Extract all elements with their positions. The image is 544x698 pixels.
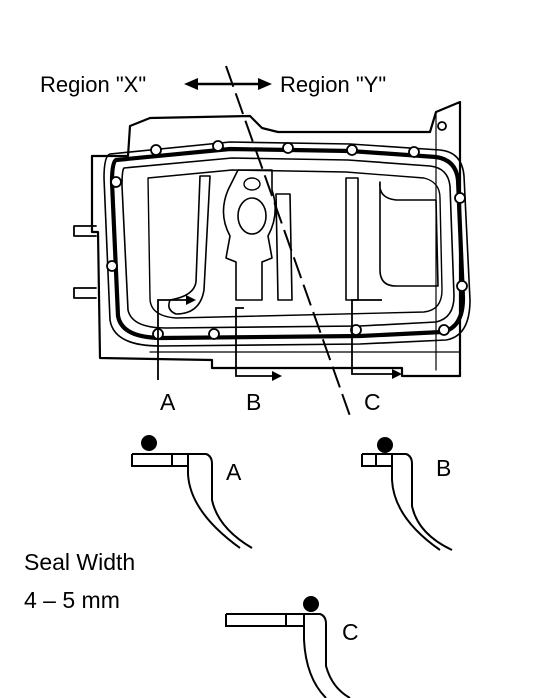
section-label-b: B xyxy=(246,389,261,415)
section-marker-arrows xyxy=(186,295,402,381)
detail-label-a: A xyxy=(226,459,242,485)
seal-width-value: 4 – 5 mm xyxy=(24,587,120,613)
section-label-a: A xyxy=(160,389,176,415)
section-label-c: C xyxy=(364,389,381,415)
detail-c-profile xyxy=(225,613,351,698)
detail-b-profile xyxy=(361,453,453,551)
sealant-bead-icon xyxy=(377,437,393,453)
region-divider-line xyxy=(225,65,351,417)
oil-pan-drawing xyxy=(73,100,471,378)
detail-label-c: C xyxy=(342,619,359,645)
sealant-bead-icon xyxy=(141,435,157,451)
bolt-holes xyxy=(106,121,468,340)
seal-width-title: Seal Width xyxy=(24,549,135,575)
section-markers xyxy=(157,299,396,380)
detail-label-b: B xyxy=(436,455,451,481)
detail-a-profile xyxy=(131,453,253,549)
region-y-label: Region "Y" xyxy=(280,72,386,97)
region-x-label: Region "X" xyxy=(40,72,146,97)
sealant-bead-icon xyxy=(303,596,319,612)
double-arrow-icon xyxy=(184,78,272,90)
